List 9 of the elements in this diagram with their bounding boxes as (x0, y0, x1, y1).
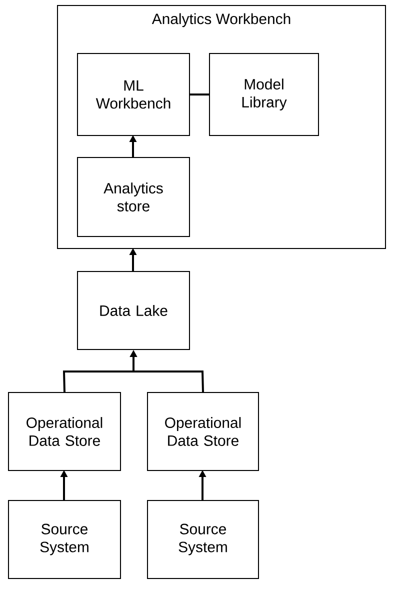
process-box: Data Lake (77, 271, 190, 350)
process-box: Source System (147, 500, 259, 579)
process-box: Source System (8, 500, 121, 579)
process-box: Analytics store (77, 157, 190, 237)
process-box: Operational Data Store (147, 392, 259, 471)
connector (190, 94, 209, 96)
process-box: Model Library (209, 53, 319, 136)
process-box: Operational Data Store (8, 392, 121, 471)
process-box: ML Workbench (77, 53, 190, 136)
